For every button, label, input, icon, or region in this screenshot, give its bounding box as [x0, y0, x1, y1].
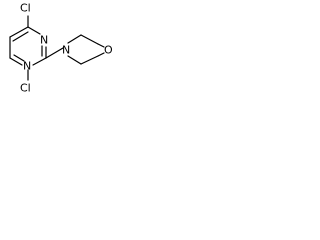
bond-n1-c6	[27, 26, 41, 35]
bond-c-c-upper	[80, 34, 99, 45]
atom-o-morpholine: O	[104, 44, 113, 57]
atom-n-ring-upper: N	[40, 34, 48, 47]
bond-n-c-upper	[67, 34, 82, 44]
double-bond-c4-n3-inner	[13, 54, 25, 62]
double-bond-c5-c6-inner	[12, 31, 29, 42]
atom-cl-top: Cl	[20, 2, 31, 15]
morpholine-ring	[67, 34, 105, 65]
bond-c6-c5	[9, 26, 29, 38]
atom-n-ring-lower: N	[23, 60, 31, 73]
bond-c4-n3	[9, 57, 23, 66]
pyrimidine-ring	[9, 26, 47, 66]
bond-c2-morpholine-n	[45, 47, 64, 59]
bond-n3-c2	[32, 57, 47, 66]
bond-n-c-lower	[67, 55, 82, 65]
bond-c-o-upper	[97, 43, 105, 48]
molecular-structure: Cl Cl N N N O	[9, 2, 113, 95]
bond-c-c-lower	[80, 55, 99, 65]
atom-cl-bottom: Cl	[20, 82, 31, 95]
bond-c-o-lower	[97, 52, 105, 57]
atom-n-morpholine: N	[62, 44, 70, 57]
